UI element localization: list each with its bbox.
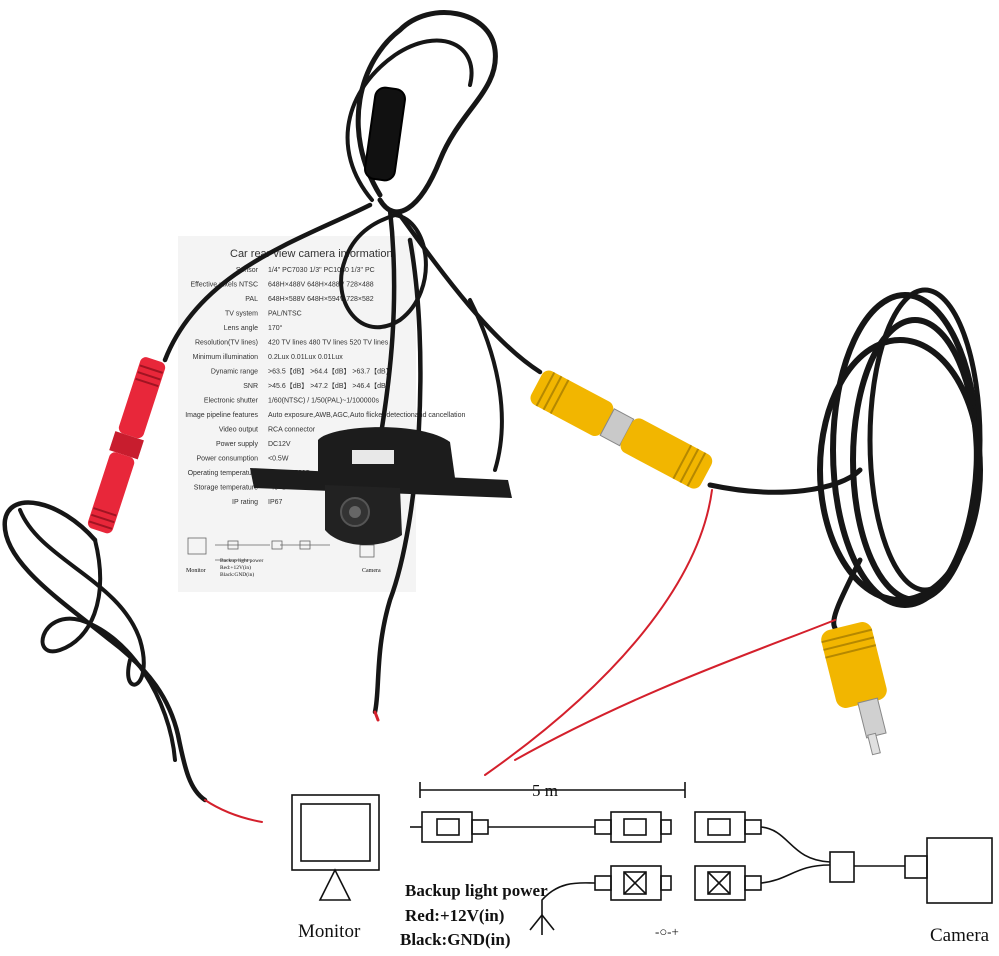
spec-row-label: IP rating (232, 499, 258, 506)
spec-row-label: Image pipeline features (185, 412, 258, 419)
red-wire-1 (484, 489, 713, 776)
cable-to-rca-plug (831, 557, 863, 631)
spec-sheet-camera-label: Camera (362, 568, 381, 574)
rca-plug-body (530, 370, 614, 437)
spec-row-label: SNR (243, 383, 258, 390)
junction-symbol (829, 851, 855, 883)
spec-row-value: PAL/NTSC (268, 311, 302, 318)
monitor-stand-icon (318, 868, 352, 901)
cable-bundle (2, 10, 983, 823)
cable-open-end (372, 237, 423, 715)
left-cable-coil-2 (40, 538, 177, 762)
spec-row-label: PAL (245, 296, 258, 303)
spec-row-value: DC12V (268, 441, 291, 448)
rca-plug-pin (857, 697, 887, 739)
rca-jack-symbol (694, 811, 746, 843)
spec-row-value: RCA connector (268, 427, 316, 434)
spec-row-value: 648H×488V 648H×488V 728×488 (268, 282, 374, 289)
spec-row-label: Electronic shutter (204, 398, 259, 405)
spec-row-label: Sensor (236, 267, 259, 274)
monitor-label: Monitor (298, 921, 361, 942)
rca-plug-symbol-left (421, 811, 473, 843)
camera-mount-plate (250, 468, 512, 498)
top-cable-loop-inner (345, 38, 474, 202)
camera-lens-center (349, 506, 361, 518)
power-black: Black:GND(in) (400, 930, 511, 949)
spec-row-label: Lens angle (224, 325, 258, 332)
power-wire-symbol (541, 882, 596, 935)
red-power-connector (87, 357, 166, 534)
monitor-icon (291, 794, 380, 871)
red-wire-left-end (204, 799, 263, 823)
camera-label: Camera (930, 925, 990, 946)
spec-row-value: 420 TV lines 480 TV lines 520 TV lines (268, 340, 389, 347)
spec-sheet: Car rear view camera information Sensor 1… (178, 236, 466, 592)
rca-connector-pair (530, 370, 713, 489)
spec-row-value: >63.5【dB】 >64.4【dB】 >63.7【dB】 (268, 368, 393, 376)
spec-row-value: <0.5W (268, 456, 289, 463)
right-coil-4 (867, 287, 983, 593)
rca-plug-single (821, 622, 887, 756)
spec-row-value: 648H×588V 648H×594V 728×582 (268, 296, 374, 303)
spec-row-value: Auto exposure,AWB,AGC,Auto flicker detec… (268, 412, 466, 419)
cable-to-rca (397, 212, 543, 375)
spec-sheet-power-red: Red:+12V(in) (220, 564, 251, 571)
spec-row-value: 1/4" PC7030 1/3" PC1030 1/3" PC (268, 267, 375, 274)
spec-row-value: 170° (268, 324, 283, 332)
spec-row-label: Video output (219, 427, 258, 434)
spec-row-label: Power consumption (197, 456, 259, 463)
spec-row-label: Operating temperature (188, 470, 259, 477)
spec-row-value: 0.2Lux 0.01Lux 0.01Lux (268, 354, 343, 361)
cable-to-camera (377, 207, 397, 443)
inline-filter (364, 86, 406, 182)
red-connector-male (87, 452, 135, 534)
spec-sheet-power-black: Black:GND(in) (220, 571, 254, 578)
cable-side-branch (468, 298, 504, 472)
camera-label-sticker (352, 450, 394, 464)
spec-row-label: Storage temperature (194, 485, 258, 492)
rca-jack-body (620, 418, 713, 489)
power-red: Red:+12V(in) (405, 906, 504, 925)
spec-row-label: Power supply (216, 441, 259, 448)
camera-symbol (926, 837, 993, 904)
spec-sheet-title: Car rear view camera information (230, 248, 393, 260)
left-cable-coil-3 (18, 508, 146, 687)
spec-row-label: Resolution(TV lines) (195, 340, 258, 347)
spec-row-value: >45.6【dB】 >47.2【dB】 >46.4【dB】 (268, 382, 393, 390)
spec-row-value: IP67 (268, 499, 283, 506)
spec-row-value: 1/60(NTSC) / 1/50(PAL)~1/100000s (268, 398, 379, 405)
spec-sheet-power-title: Backup light power (220, 558, 264, 564)
power-title: Backup light power (405, 881, 548, 900)
red-connector-female (118, 357, 166, 439)
wiring-diagram (291, 782, 993, 935)
dc-polarity-symbol: -○-+ (655, 924, 679, 939)
cable-to-red-connector (162, 202, 373, 363)
length-label: 5 m (532, 781, 558, 800)
red-wire-center-end (373, 710, 380, 722)
spec-sheet-mini-diagram (187, 537, 375, 561)
backup-camera (250, 427, 512, 546)
red-wire-2 (514, 619, 836, 761)
spec-sheet-monitor-label: Monitor (186, 568, 206, 574)
spec-row-label: TV system (225, 311, 258, 318)
spec-row-label: Dynamic range (211, 369, 258, 376)
rca-plug-symbol-mid (610, 811, 662, 843)
middle-cable-loop (339, 213, 428, 330)
spec-row-label: Minimum illumination (193, 354, 258, 361)
